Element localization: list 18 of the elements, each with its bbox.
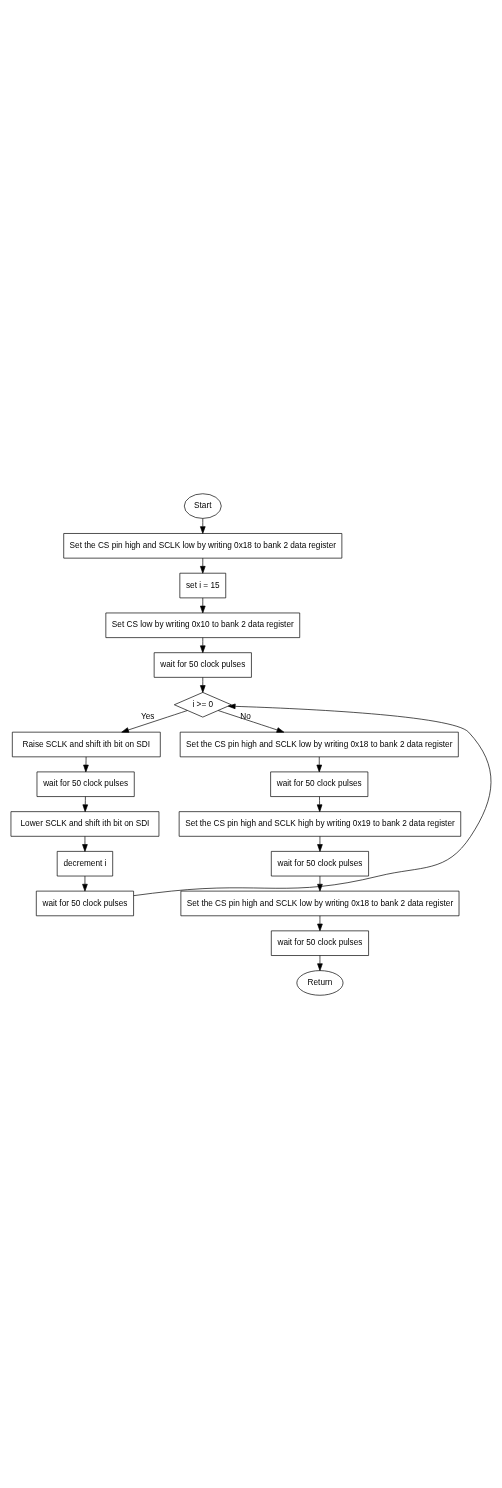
arrow	[82, 835, 88, 852]
arrow	[316, 795, 323, 812]
arrow	[83, 756, 89, 772]
arrow	[200, 676, 206, 693]
arrow	[82, 795, 88, 812]
arrow	[317, 835, 323, 852]
arrow	[316, 756, 322, 772]
arrow	[121, 709, 188, 733]
arrow	[317, 954, 323, 971]
arrow	[200, 597, 206, 613]
arrow	[200, 636, 206, 653]
arrow	[133, 703, 492, 896]
arrow	[82, 875, 88, 891]
arrow	[200, 557, 206, 574]
arrow	[200, 517, 206, 534]
arrow	[317, 875, 323, 891]
arrow	[217, 709, 285, 733]
arrow	[317, 915, 323, 931]
